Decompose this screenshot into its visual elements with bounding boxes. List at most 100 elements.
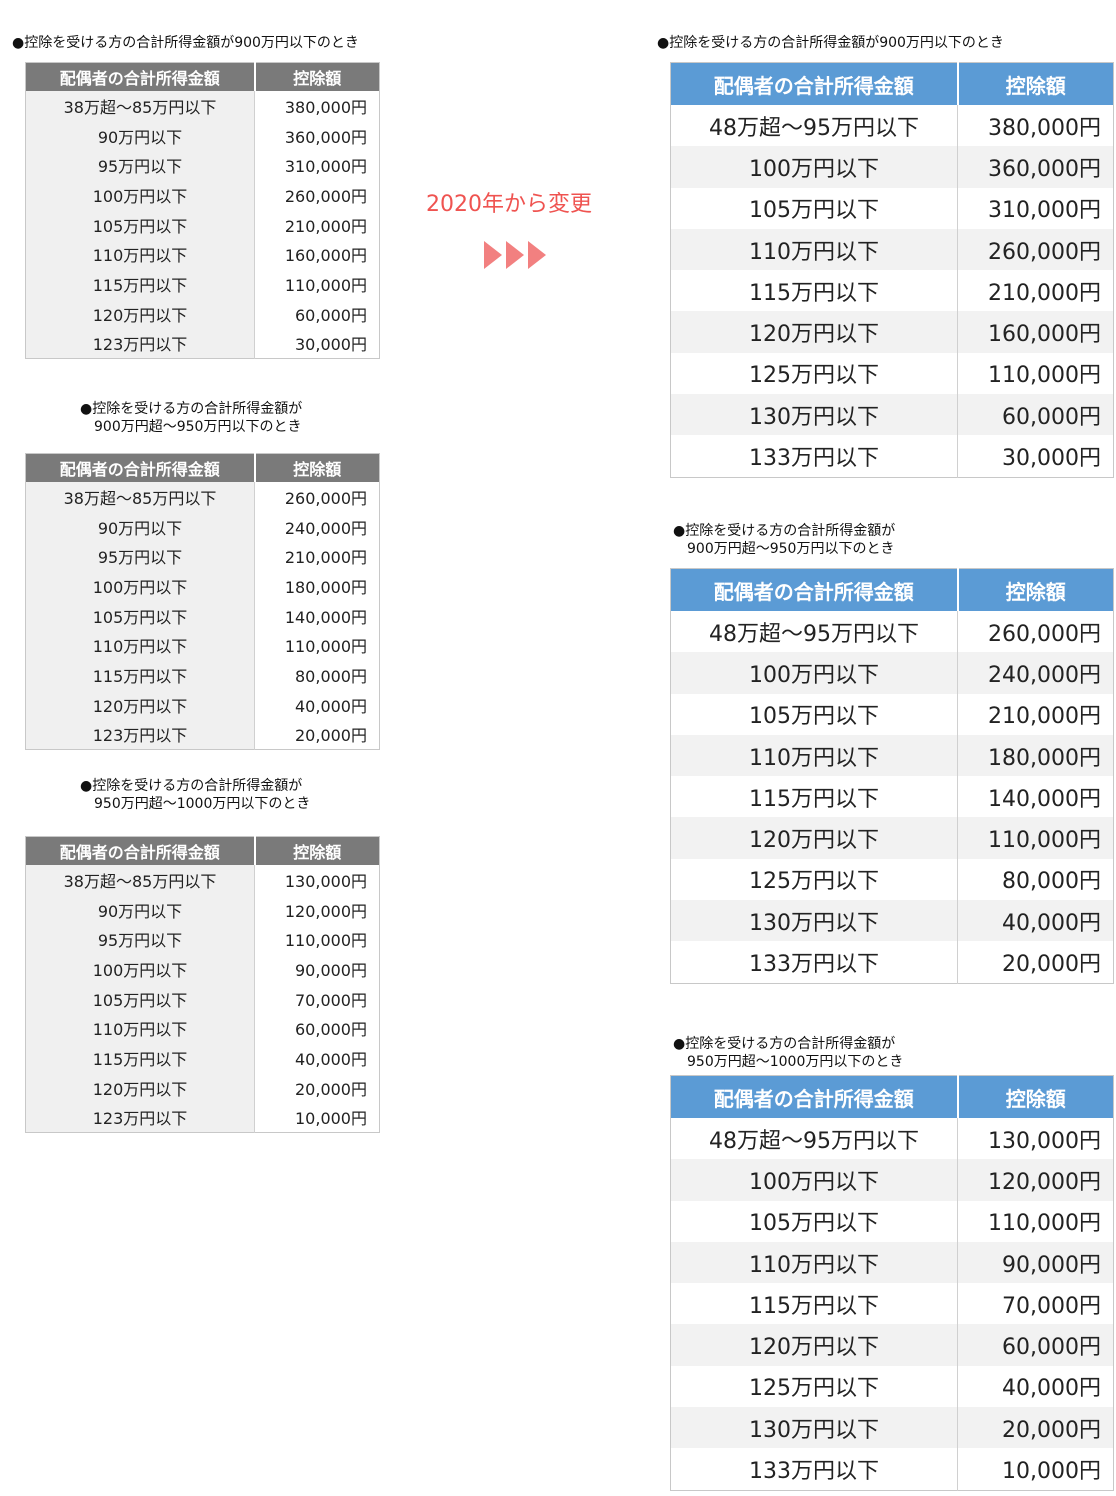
income-range-cell: 133万円以下 xyxy=(670,435,958,478)
deduction-amount-cell: 60,000円 xyxy=(254,1013,380,1044)
income-range-cell: 110万円以下 xyxy=(25,630,255,661)
deduction-amount-cell: 40,000円 xyxy=(254,689,380,720)
deduction-amount-cell: 240,000円 xyxy=(957,652,1114,694)
deduction-amount-cell: 110,000円 xyxy=(254,924,380,955)
deduction-amount-cell: 260,000円 xyxy=(254,180,380,210)
deduction-amount-cell: 80,000円 xyxy=(957,858,1114,901)
column-header-range: 配偶者の合計所得金額 xyxy=(25,836,256,865)
income-range-cell: 115万円以下 xyxy=(25,1043,255,1073)
deduction-amount-cell: 70,000円 xyxy=(254,983,380,1014)
deduction-amount-cell: 110,000円 xyxy=(957,817,1114,859)
deduction-amount-cell: 10,000円 xyxy=(254,1102,380,1133)
deduction-amount-cell: 60,000円 xyxy=(254,298,380,329)
income-range-cell: 115万円以下 xyxy=(25,269,255,299)
deduction-amount-cell: 140,000円 xyxy=(957,776,1114,818)
old-table-2-caption: ●控除を受ける方の合計所得金額が 900万円超～950万円以下のとき xyxy=(80,401,303,435)
income-range-cell: 90万円以下 xyxy=(25,894,255,925)
deduction-amount-cell: 240,000円 xyxy=(254,511,380,542)
deduction-amount-cell: 360,000円 xyxy=(957,146,1114,188)
deduction-amount-cell: 30,000円 xyxy=(254,328,380,359)
deduction-amount-cell: 110,000円 xyxy=(254,630,380,661)
column-header-range: 配偶者の合計所得金額 xyxy=(670,62,959,105)
deduction-amount-cell: 260,000円 xyxy=(957,228,1114,271)
income-range-cell: 120万円以下 xyxy=(25,689,255,720)
deduction-amount-cell: 210,000円 xyxy=(957,693,1114,735)
income-range-cell: 38万超～85万円以下 xyxy=(25,865,255,895)
deduction-amount-cell: 60,000円 xyxy=(957,1324,1114,1366)
income-range-cell: 123万円以下 xyxy=(25,719,255,750)
income-range-cell: 130万円以下 xyxy=(670,394,958,436)
deduction-amount-cell: 130,000円 xyxy=(254,865,380,895)
income-range-cell: 123万円以下 xyxy=(25,328,255,359)
income-range-cell: 120万円以下 xyxy=(25,1072,255,1103)
deduction-amount-cell: 210,000円 xyxy=(957,270,1114,312)
deduction-amount-cell: 90,000円 xyxy=(957,1241,1114,1284)
income-range-cell: 48万超～95万円以下 xyxy=(670,1118,958,1160)
deduction-amount-cell: 20,000円 xyxy=(957,941,1114,984)
column-header-amount: 控除額 xyxy=(254,836,380,865)
income-range-cell: 110万円以下 xyxy=(670,734,958,777)
income-range-cell: 120万円以下 xyxy=(670,311,958,353)
deduction-amount-cell: 20,000円 xyxy=(254,719,380,750)
deduction-amount-cell: 380,000円 xyxy=(254,91,380,121)
deduction-amount-cell: 20,000円 xyxy=(957,1407,1114,1449)
deduction-amount-cell: 120,000円 xyxy=(254,894,380,925)
income-range-cell: 90万円以下 xyxy=(25,120,255,151)
income-range-cell: 120万円以下 xyxy=(670,1324,958,1366)
income-range-cell: 105万円以下 xyxy=(25,600,255,631)
column-header-range: 配偶者の合計所得金額 xyxy=(25,62,256,91)
income-range-cell: 125万円以下 xyxy=(670,858,958,901)
income-range-cell: 100万円以下 xyxy=(670,1159,958,1201)
income-range-cell: 115万円以下 xyxy=(670,776,958,818)
income-range-cell: 100万円以下 xyxy=(25,571,255,601)
income-range-cell: 95万円以下 xyxy=(25,924,255,955)
deduction-amount-cell: 180,000円 xyxy=(957,734,1114,777)
deduction-amount-cell: 40,000円 xyxy=(957,900,1114,942)
income-range-cell: 100万円以下 xyxy=(25,954,255,984)
income-range-cell: 130万円以下 xyxy=(670,900,958,942)
income-range-cell: 105万円以下 xyxy=(670,693,958,735)
deduction-amount-cell: 110,000円 xyxy=(254,269,380,299)
income-range-cell: 95万円以下 xyxy=(25,150,255,181)
deduction-amount-cell: 20,000円 xyxy=(254,1072,380,1103)
income-range-cell: 120万円以下 xyxy=(25,298,255,329)
old-table-1-caption: ●控除を受ける方の合計所得金額が900万円以下のとき xyxy=(12,35,359,51)
deduction-amount-cell: 70,000円 xyxy=(957,1283,1114,1325)
